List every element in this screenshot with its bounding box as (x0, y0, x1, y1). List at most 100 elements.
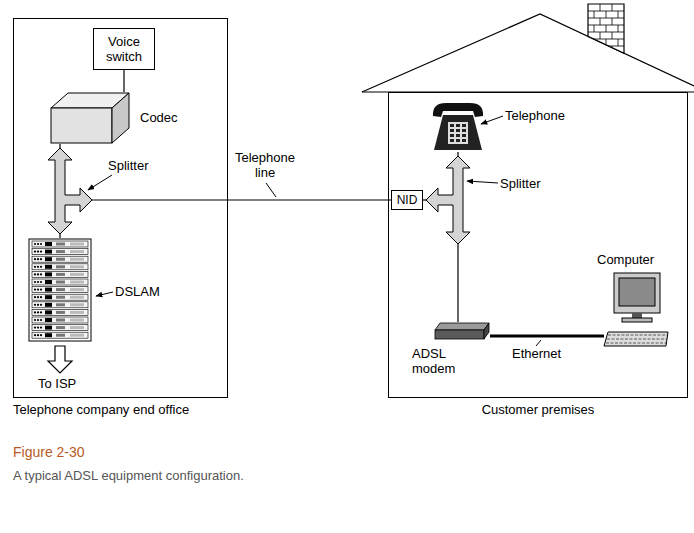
box-label: NID (397, 193, 418, 208)
dslam-rack (56, 258, 65, 261)
telephone-icon (448, 122, 468, 144)
dslam-rack (40, 243, 42, 245)
dslam-rack (32, 302, 88, 308)
telephone-icon (462, 134, 466, 137)
dslam-rack (56, 273, 65, 276)
splitter-symbol (48, 148, 92, 234)
dslam-rack (34, 266, 36, 268)
nid-box: NID (391, 190, 423, 210)
dslam-rack (45, 295, 52, 299)
dslam-rack (34, 334, 36, 336)
dslam-rack (37, 334, 39, 336)
telephone-icon (450, 129, 454, 132)
dslam-rack (45, 333, 52, 337)
dslam-rack (32, 294, 88, 300)
splitter-symbol (42, 148, 92, 234)
telephone-icon (456, 124, 460, 127)
chimney (588, 4, 624, 53)
dslam-rack (40, 296, 42, 298)
dslam-rack (37, 304, 39, 306)
computer-icon (604, 272, 668, 348)
chimney (588, 4, 624, 53)
computer-icon (607, 339, 667, 340)
dslam-rack (37, 281, 39, 283)
dslam-rack (37, 319, 39, 321)
dslam-rack (70, 319, 84, 322)
telephone-icon (433, 103, 483, 117)
leader-line (467, 181, 498, 183)
dslam-rack (40, 281, 42, 283)
device-label: ADSL modem (412, 346, 458, 376)
computer-icon (614, 273, 660, 313)
dslam-rack (56, 311, 65, 314)
dslam-rack (70, 311, 84, 314)
dslam-rack (56, 281, 65, 284)
dslam-rack (37, 289, 39, 291)
dslam-rack (34, 327, 36, 329)
dslam-rack (32, 249, 88, 255)
dslam-rack (32, 325, 88, 331)
dslam-rack (56, 265, 65, 268)
dslam-rack (70, 326, 84, 329)
dslam-rack (70, 281, 84, 284)
chimney (588, 4, 624, 53)
splitter-symbol (426, 156, 476, 244)
chimney (618, 39, 619, 46)
dslam-rack (45, 280, 52, 284)
chimney (606, 11, 607, 18)
dslam-rack (56, 303, 65, 306)
computer-icon (608, 335, 667, 336)
chimney (594, 25, 595, 32)
dslam-rack (32, 271, 88, 277)
dslam-rack (37, 243, 39, 245)
dslam-rack (32, 332, 88, 338)
chimney (606, 39, 607, 46)
telephone-icon (456, 134, 460, 137)
dslam-rack (34, 243, 36, 245)
wire-connector (457, 244, 458, 322)
dslam-rack (70, 243, 84, 246)
wire-connector (92, 199, 391, 200)
dslam-rack (70, 258, 84, 261)
leader-line (481, 116, 503, 124)
dslam-rack (45, 318, 52, 322)
dslam-rack (34, 289, 36, 291)
telephone-icon (430, 100, 486, 152)
chimney (612, 4, 613, 11)
edge-label: Ethernet (512, 346, 561, 361)
chimney (594, 11, 595, 18)
modem-icon (434, 322, 490, 340)
dslam-rack (34, 319, 36, 321)
codec-symbol (112, 93, 129, 143)
house-roof (362, 14, 694, 92)
chimney (612, 46, 613, 53)
dslam-rack (40, 289, 42, 291)
dslam-rack (56, 326, 65, 329)
device-label: Splitter (108, 158, 148, 173)
process-box: Voice switch (93, 28, 155, 70)
telephone-icon (450, 124, 454, 127)
dslam-rack (70, 265, 84, 268)
telephone-icon (434, 115, 482, 150)
computer-icon (622, 318, 652, 322)
dslam-rack (56, 243, 65, 246)
dslam-rack (32, 309, 88, 315)
chimney (618, 25, 619, 32)
dslam-rack (29, 239, 91, 341)
dslam-rack (40, 304, 42, 306)
modem-icon (435, 323, 489, 330)
dslam-rack (40, 266, 42, 268)
dslam-rack (70, 296, 84, 299)
dslam-rack (56, 296, 65, 299)
dslam-rack (45, 288, 52, 292)
computer-icon (619, 278, 655, 306)
dslam-rack (56, 334, 65, 337)
dslam-rack (34, 304, 36, 306)
chimney (612, 18, 613, 25)
dslam-rack (28, 238, 92, 342)
box-label: Voice switch (97, 34, 151, 64)
dslam-rack (32, 241, 88, 247)
dslam-rack (37, 273, 39, 275)
edge-label: Telephone line (232, 150, 298, 180)
